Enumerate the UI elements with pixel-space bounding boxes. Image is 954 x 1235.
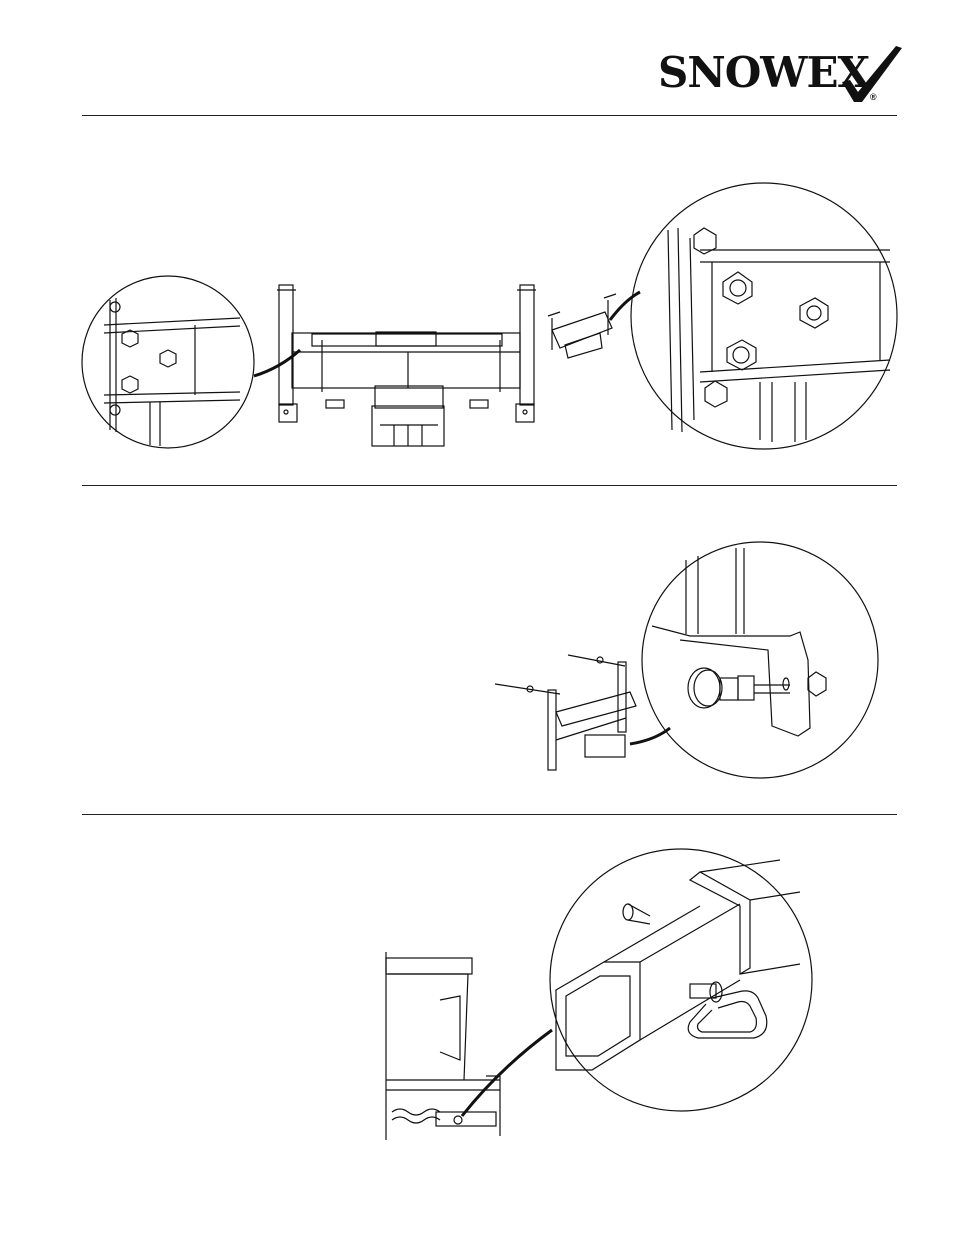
- detail-circle-hitch: [550, 849, 812, 1111]
- spreader-side-view: [386, 952, 500, 1140]
